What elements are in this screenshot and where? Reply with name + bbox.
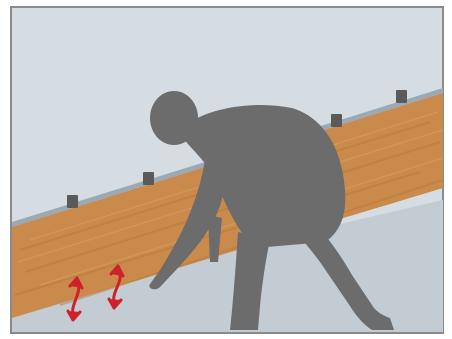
clip-icon [331, 114, 342, 127]
clip-icon [143, 172, 154, 185]
clip-icon [396, 90, 407, 103]
clip-icon [67, 195, 78, 208]
